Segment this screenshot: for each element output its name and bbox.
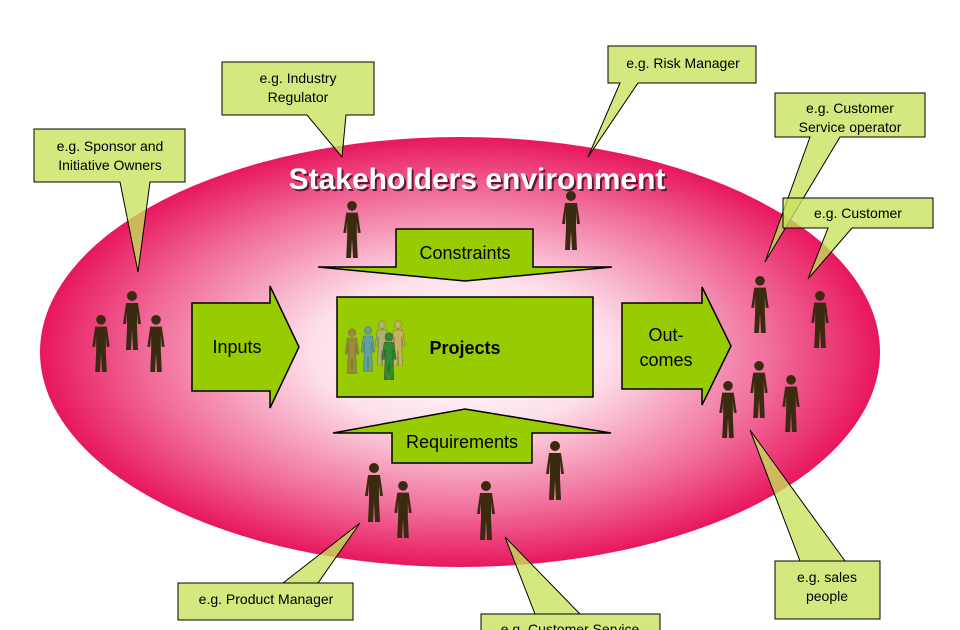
callout-sponsor-line2: Initiative Owners [58,157,161,173]
callouts [33,45,934,630]
callout-sales-line1: e.g. sales [797,569,857,585]
callout-customer [782,197,934,280]
inputs-arrow [191,285,300,409]
constraints-arrow [317,228,613,282]
callout-cs-operator-line2: Service operator [799,119,902,135]
callout-sales-line2: people [806,588,848,604]
requirements-arrow [332,408,612,464]
projects-label: Projects [429,338,500,358]
outcomes-label-line1: Out- [648,325,683,345]
callout-regulator-line1: e.g. Industry [259,70,336,86]
callout-regulator-line2: Regulator [268,89,329,105]
callout-texts: e.g. Sponsor and Initiative Owners e.g. … [57,55,903,630]
title-shadow: Stakeholders environment [291,165,668,198]
outcomes-arrow [621,286,732,406]
outcomes-label-line2: comes [639,350,692,370]
requirements-label: Requirements [406,432,518,452]
callout-cs-operator-line1: e.g. Customer [806,100,894,116]
constraints-label: Constraints [419,243,510,263]
callout-sponsor-line1: e.g. Sponsor and [57,138,164,154]
inputs-label: Inputs [212,337,261,357]
callout-regulator [221,61,375,159]
callout-cs-bottom [480,536,661,630]
callout-risk-line1: e.g. Risk Manager [626,55,740,71]
callout-customer-line1: e.g. Customer [814,205,902,221]
callout-product [177,522,361,621]
diagram-title: Stakeholders environment [289,163,666,196]
callout-product-line1: e.g. Product Manager [199,591,334,607]
callout-cs-bottom-line1: e.g. Customer Service [501,621,640,630]
callout-risk [587,45,757,158]
callout-sales [749,429,881,620]
callout-sponsor [33,128,186,273]
